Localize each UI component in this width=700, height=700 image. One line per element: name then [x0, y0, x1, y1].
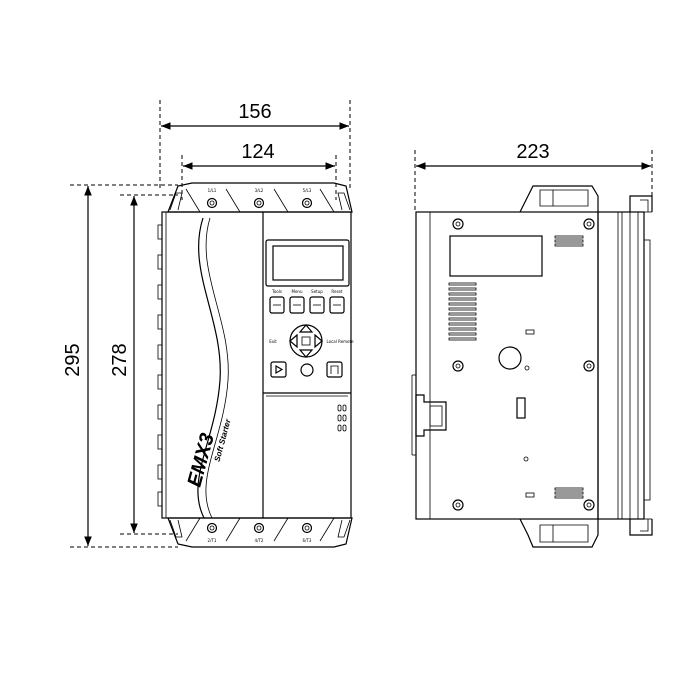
reset-key[interactable]: [329, 296, 345, 314]
side-screws: [452, 218, 595, 511]
local-remote-label: Local Remote: [326, 339, 354, 344]
vent-slots: [448, 235, 584, 499]
nav-left-button[interactable]: [289, 333, 298, 349]
terminal-label-top-3: 5/L3: [303, 188, 312, 193]
bottom-terminal-screws: [206, 522, 313, 534]
mounting-bracket-bottom: [629, 519, 653, 536]
side-round-port: [498, 346, 522, 370]
terminal-label-bottom-2: 4/T2: [255, 538, 264, 543]
mounting-bracket-top: [629, 195, 653, 212]
dim-label-278: 278: [109, 343, 131, 376]
key-label-menu: Menu: [292, 289, 303, 294]
nav-down-button[interactable]: [298, 349, 314, 358]
side-housing: [415, 211, 599, 520]
terminal-label-top-2: 3/L2: [255, 188, 264, 193]
key-label-reset: Reset: [331, 289, 343, 294]
status-leds: [337, 404, 347, 432]
start-key[interactable]: [270, 361, 287, 378]
bottom-terminal-block: [167, 517, 353, 548]
front-view: 1/L1 3/L2 5/L3 EMX3 Soft Starte: [157, 182, 354, 548]
side-top-terminal: [519, 185, 599, 213]
navigation-pad: [289, 324, 323, 358]
menu-key[interactable]: [289, 296, 305, 314]
top-terminal-screws: [206, 197, 313, 209]
side-slot: [516, 397, 526, 419]
dimension-156: 156: [159, 100, 351, 190]
dim-label-124: 124: [241, 141, 274, 163]
dim-label-223: 223: [516, 141, 549, 163]
dimension-278: 278: [109, 194, 178, 535]
side-view: [411, 185, 653, 548]
exit-label: Exit: [269, 339, 277, 344]
din-clip: [415, 394, 447, 437]
dim-label-295: 295: [62, 343, 84, 376]
nav-right-button[interactable]: [314, 333, 323, 349]
brand-block: EMX3 Soft Starter: [184, 417, 233, 489]
dimension-124: 124: [181, 141, 337, 200]
terminal-label-bottom-1: 2/T1: [208, 538, 217, 543]
side-bottom-terminal: [519, 518, 599, 548]
top-terminal-block: [167, 182, 353, 213]
front-swoosh: [197, 217, 221, 519]
lcd-display: [272, 245, 344, 281]
display-bezel: [265, 239, 350, 287]
terminal-label-bottom-3: 6/T3: [303, 538, 312, 543]
tools-key[interactable]: [269, 296, 285, 314]
dimension-223: 223: [414, 141, 653, 210]
reset-stop-key[interactable]: [326, 361, 343, 378]
stop-key[interactable]: [300, 363, 314, 377]
terminal-label-top-1: 1/L1: [208, 188, 217, 193]
play-icon: [275, 364, 284, 375]
key-label-tools: Tools: [271, 289, 282, 294]
setup-key[interactable]: [309, 296, 325, 314]
dim-label-156: 156: [238, 101, 271, 123]
side-label-plate: [449, 235, 543, 277]
heatsink: [597, 211, 645, 520]
dimension-295: 295: [62, 184, 178, 548]
left-edge-ribs: [157, 212, 167, 518]
nav-up-button[interactable]: [298, 324, 314, 333]
key-label-setup: Setup: [311, 289, 323, 294]
